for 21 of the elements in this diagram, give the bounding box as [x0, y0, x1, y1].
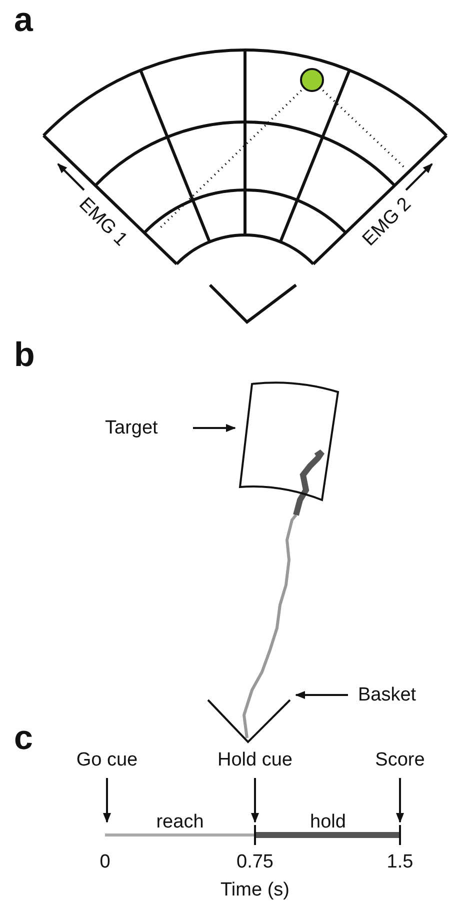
tick-label: 0	[100, 852, 110, 872]
phase-label: hold	[310, 812, 346, 832]
event-label: Hold cue	[218, 750, 292, 770]
target-sector	[239, 382, 339, 501]
axis-label: Time (s)	[220, 880, 290, 900]
arrow	[193, 424, 236, 432]
panel-letter: c	[14, 721, 33, 755]
basket-label: Basket	[358, 686, 416, 704]
arrow	[103, 778, 111, 823]
event-label: Score	[375, 750, 425, 770]
panel-letter: b	[14, 338, 35, 372]
event-label: Go cue	[76, 750, 138, 770]
target-label: Target	[105, 418, 158, 438]
arrow	[295, 691, 348, 699]
arrow	[396, 778, 404, 823]
panel-letter: a	[14, 3, 33, 37]
arrow	[251, 778, 259, 823]
phase-label: reach	[156, 812, 204, 832]
basket-chevron	[207, 699, 291, 744]
tick-label: 0.75	[236, 852, 274, 872]
tick-label: 1.5	[386, 852, 414, 872]
